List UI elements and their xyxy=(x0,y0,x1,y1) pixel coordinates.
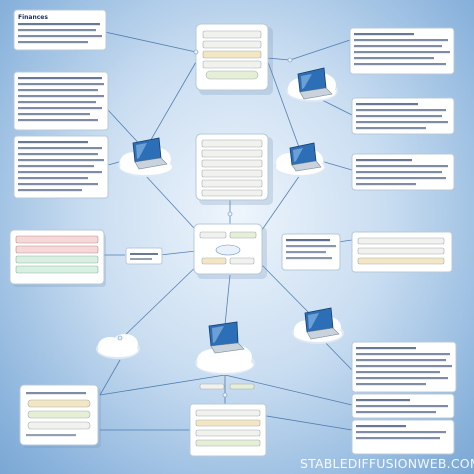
info-card-left-3 xyxy=(13,135,109,199)
info-card-hub-right xyxy=(281,233,341,271)
stack-row xyxy=(199,231,227,239)
stack-row xyxy=(27,399,91,408)
cloud-icon xyxy=(96,334,140,359)
stack-row xyxy=(199,383,225,390)
connector xyxy=(224,374,353,406)
stack-row xyxy=(15,245,99,254)
node-dot xyxy=(193,49,199,55)
stack-row xyxy=(201,257,227,265)
stack-row xyxy=(357,257,445,265)
stack-row xyxy=(201,139,263,148)
info-card-bottom-left xyxy=(19,384,101,448)
database-stack-icon xyxy=(195,133,273,205)
stack-row xyxy=(195,419,261,427)
hub-label xyxy=(125,247,163,265)
info-card-right-2 xyxy=(351,97,455,135)
stack-row xyxy=(195,409,261,417)
node-dot xyxy=(222,392,228,398)
stack-row xyxy=(202,40,262,49)
network-nodes xyxy=(117,49,293,398)
stack-row xyxy=(195,439,261,447)
stack-row xyxy=(201,179,263,188)
cloud-icon xyxy=(195,345,255,375)
connector-lines xyxy=(99,31,353,431)
node-dot xyxy=(117,335,123,341)
database-stack-icon xyxy=(195,23,273,95)
stack-row xyxy=(357,247,445,255)
stack-row xyxy=(229,383,255,390)
stack-row xyxy=(229,257,255,265)
stack-row xyxy=(27,421,91,430)
laptop-icon xyxy=(289,142,322,172)
stack-row xyxy=(15,235,99,244)
stack-row xyxy=(15,255,99,264)
connector xyxy=(144,61,197,151)
stack-row xyxy=(229,231,257,239)
connector xyxy=(224,274,231,326)
connector xyxy=(289,39,351,61)
hub-card xyxy=(193,223,267,279)
connector xyxy=(267,61,301,151)
stack-row xyxy=(202,30,262,39)
connector xyxy=(99,359,121,396)
node-dot xyxy=(227,211,233,217)
laptop-icon xyxy=(208,321,245,354)
stack-row xyxy=(357,237,445,245)
card-title: Finances xyxy=(18,14,48,21)
laptop-icon xyxy=(132,137,168,170)
laptop-icon xyxy=(297,67,333,100)
hub-node xyxy=(215,244,241,256)
watermark: STABLEDIFFUSIONWEB.COM xyxy=(300,456,474,471)
hub-label-box xyxy=(125,247,163,265)
bottom-center-items xyxy=(199,383,255,390)
info-card-top-left: Finances xyxy=(13,9,107,51)
laptop-icon xyxy=(304,307,340,340)
stack-row xyxy=(202,50,262,59)
stack-row xyxy=(205,70,259,80)
stack-row xyxy=(202,60,262,69)
database-stack-icon xyxy=(9,229,106,287)
stack-row xyxy=(15,265,99,274)
connector xyxy=(99,374,226,396)
connector xyxy=(119,257,206,341)
info-card-top-right xyxy=(349,27,455,75)
stack-row xyxy=(201,189,263,197)
connector xyxy=(104,31,197,53)
database-stack-icon xyxy=(189,403,267,457)
stack-row xyxy=(27,410,91,419)
info-card-right-5 xyxy=(351,393,455,419)
node-dot xyxy=(287,57,293,63)
laptops xyxy=(132,67,340,354)
stack-row xyxy=(201,169,263,178)
stack-row xyxy=(201,149,263,158)
stack-row xyxy=(195,429,261,437)
info-card-left-2 xyxy=(13,71,109,131)
stack-row xyxy=(201,159,263,168)
database-stack-icon xyxy=(351,231,453,273)
connector xyxy=(254,257,319,323)
info-card-right-3 xyxy=(351,153,455,191)
info-card-right-4 xyxy=(351,341,457,393)
info-card-right-6 xyxy=(351,419,455,455)
